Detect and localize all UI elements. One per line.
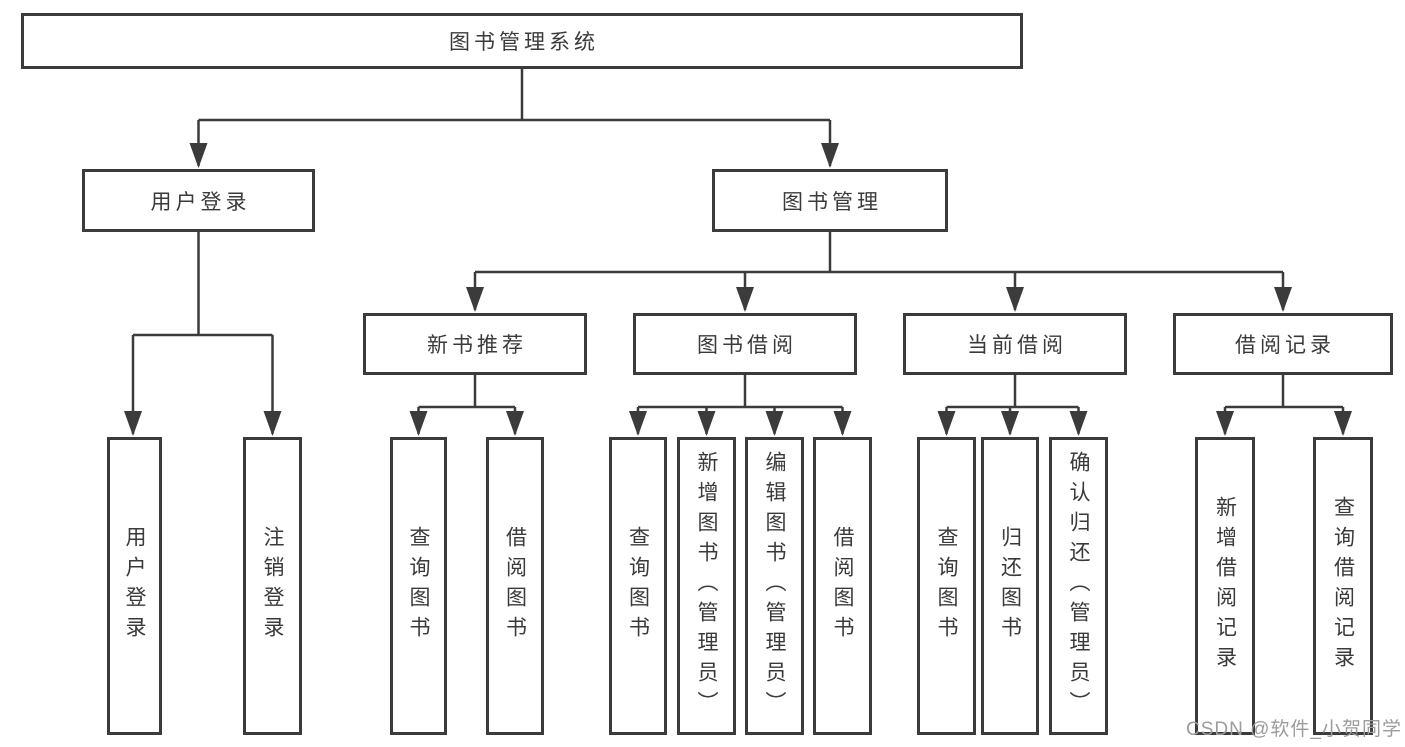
leaf-edit-books-admin: 编辑图书（管理员） [745,437,804,735]
node-book-borrowing-label: 图书借阅 [697,334,797,357]
node-current-borrowing: 当前借阅 [903,313,1127,375]
node-root-label: 图书管理系统 [449,31,599,54]
node-user-login-label: 用户登录 [150,190,251,214]
leaf-user-login-label: 用户登录 [123,526,146,646]
leaf-query-books-current: 查询图书 [917,437,976,735]
leaf-query-borrow-record: 查询借阅记录 [1313,437,1373,735]
leaf-confirm-return-admin-label: 确认归还（管理员） [1067,451,1090,721]
leaf-borrow-books: 借阅图书 [813,437,872,735]
leaf-add-books-admin: 新增图书（管理员） [677,437,736,735]
leaf-add-books-admin-label: 新增图书（管理员） [695,451,718,721]
leaf-query-books-recommend: 查询图书 [390,437,447,735]
leaf-borrow-books-label: 借阅图书 [831,526,854,646]
leaf-borrow-books-recommend-label: 借阅图书 [503,526,527,646]
leaf-logout: 注销登录 [243,437,302,735]
leaf-borrow-books-recommend: 借阅图书 [486,437,544,735]
node-borrowing-records: 借阅记录 [1173,313,1393,375]
node-new-book-recommend: 新书推荐 [363,313,587,375]
node-book-borrowing: 图书借阅 [633,313,857,375]
node-borrowing-records-label: 借阅记录 [1235,334,1335,357]
leaf-return-books-label: 归还图书 [998,526,1022,646]
leaf-add-borrow-record-label: 新增借阅记录 [1213,496,1237,676]
leaf-logout-label: 注销登录 [261,526,284,646]
csdn-watermark: CSDN @软件_小贺同学 [1186,719,1402,740]
leaf-return-books: 归还图书 [981,437,1039,735]
leaf-query-borrow-record-label: 查询借阅记录 [1331,496,1355,676]
leaf-add-borrow-record: 新增借阅记录 [1195,437,1255,735]
leaf-query-books-borrowing: 查询图书 [609,437,667,735]
node-book-management-label: 图书管理 [782,190,882,214]
leaf-confirm-return-admin: 确认归还（管理员） [1049,437,1108,735]
leaf-query-books-borrowing-label: 查询图书 [626,526,650,646]
node-new-book-recommend-label: 新书推荐 [427,334,527,357]
node-user-login: 用户登录 [82,169,315,232]
leaf-edit-books-admin-label: 编辑图书（管理员） [763,451,786,721]
node-root-system: 图书管理系统 [21,13,1023,69]
node-current-borrowing-label: 当前借阅 [967,334,1067,357]
leaf-query-books-recommend-label: 查询图书 [407,526,430,646]
leaf-user-login: 用户登录 [107,437,162,735]
node-book-management: 图书管理 [712,169,948,232]
leaf-query-books-current-label: 查询图书 [935,526,958,646]
